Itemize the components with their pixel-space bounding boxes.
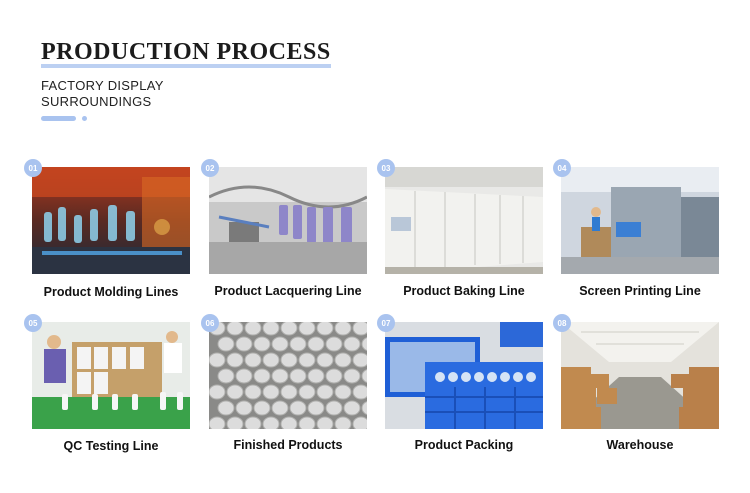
finished-products-photo [209, 322, 367, 429]
step-card-finished-products[interactable]: 06 Finished Products [201, 314, 367, 452]
step-label: Finished Products [233, 438, 343, 452]
title-underline [41, 64, 331, 68]
step-number-badge: 06 [201, 314, 219, 332]
decoration-divider [41, 116, 331, 121]
step-label: Product Baking Line [403, 284, 525, 298]
step-label: Product Lacquering Line [214, 284, 362, 298]
step-number-badge: 08 [553, 314, 571, 332]
step-card-lacquering[interactable]: 02 Product Lacquering Line [201, 159, 367, 298]
packing-photo [385, 322, 543, 429]
baking-line-photo [385, 167, 543, 274]
step-label: Screen Printing Line [579, 284, 701, 298]
warehouse-photo [561, 322, 719, 429]
page-header: PRODUCTION PROCESS FACTORY DISPLAY SURRO… [41, 38, 331, 121]
step-card-molding[interactable]: 01 Product Molding Lines [24, 159, 190, 299]
step-number-badge: 02 [201, 159, 219, 177]
step-label: Product Packing [414, 438, 514, 452]
step-label: Warehouse [606, 438, 674, 452]
page-subtitle: FACTORY DISPLAY SURROUNDINGS [41, 78, 164, 109]
page-title: PRODUCTION PROCESS [41, 38, 331, 68]
molding-line-photo [32, 167, 190, 274]
step-card-screen-printing[interactable]: 04 Screen Printing Line [553, 159, 719, 298]
step-number-badge: 05 [24, 314, 42, 332]
step-label: Product Molding Lines [43, 285, 179, 299]
screen-printing-photo [561, 167, 719, 274]
step-number-badge: 03 [377, 159, 395, 177]
step-number-badge: 07 [377, 314, 395, 332]
step-card-packing[interactable]: 07 Product Packing [377, 314, 543, 452]
qc-testing-photo [32, 322, 190, 429]
step-number-badge: 01 [24, 159, 42, 177]
step-card-qc-testing[interactable]: 05 QC Testing Line [24, 314, 190, 453]
step-label: QC Testing Line [63, 439, 159, 453]
step-card-warehouse[interactable]: 08 Warehouse [553, 314, 719, 452]
step-number-badge: 04 [553, 159, 571, 177]
lacquering-line-photo [209, 167, 367, 274]
step-card-baking[interactable]: 03 Product Baking Line [377, 159, 543, 298]
